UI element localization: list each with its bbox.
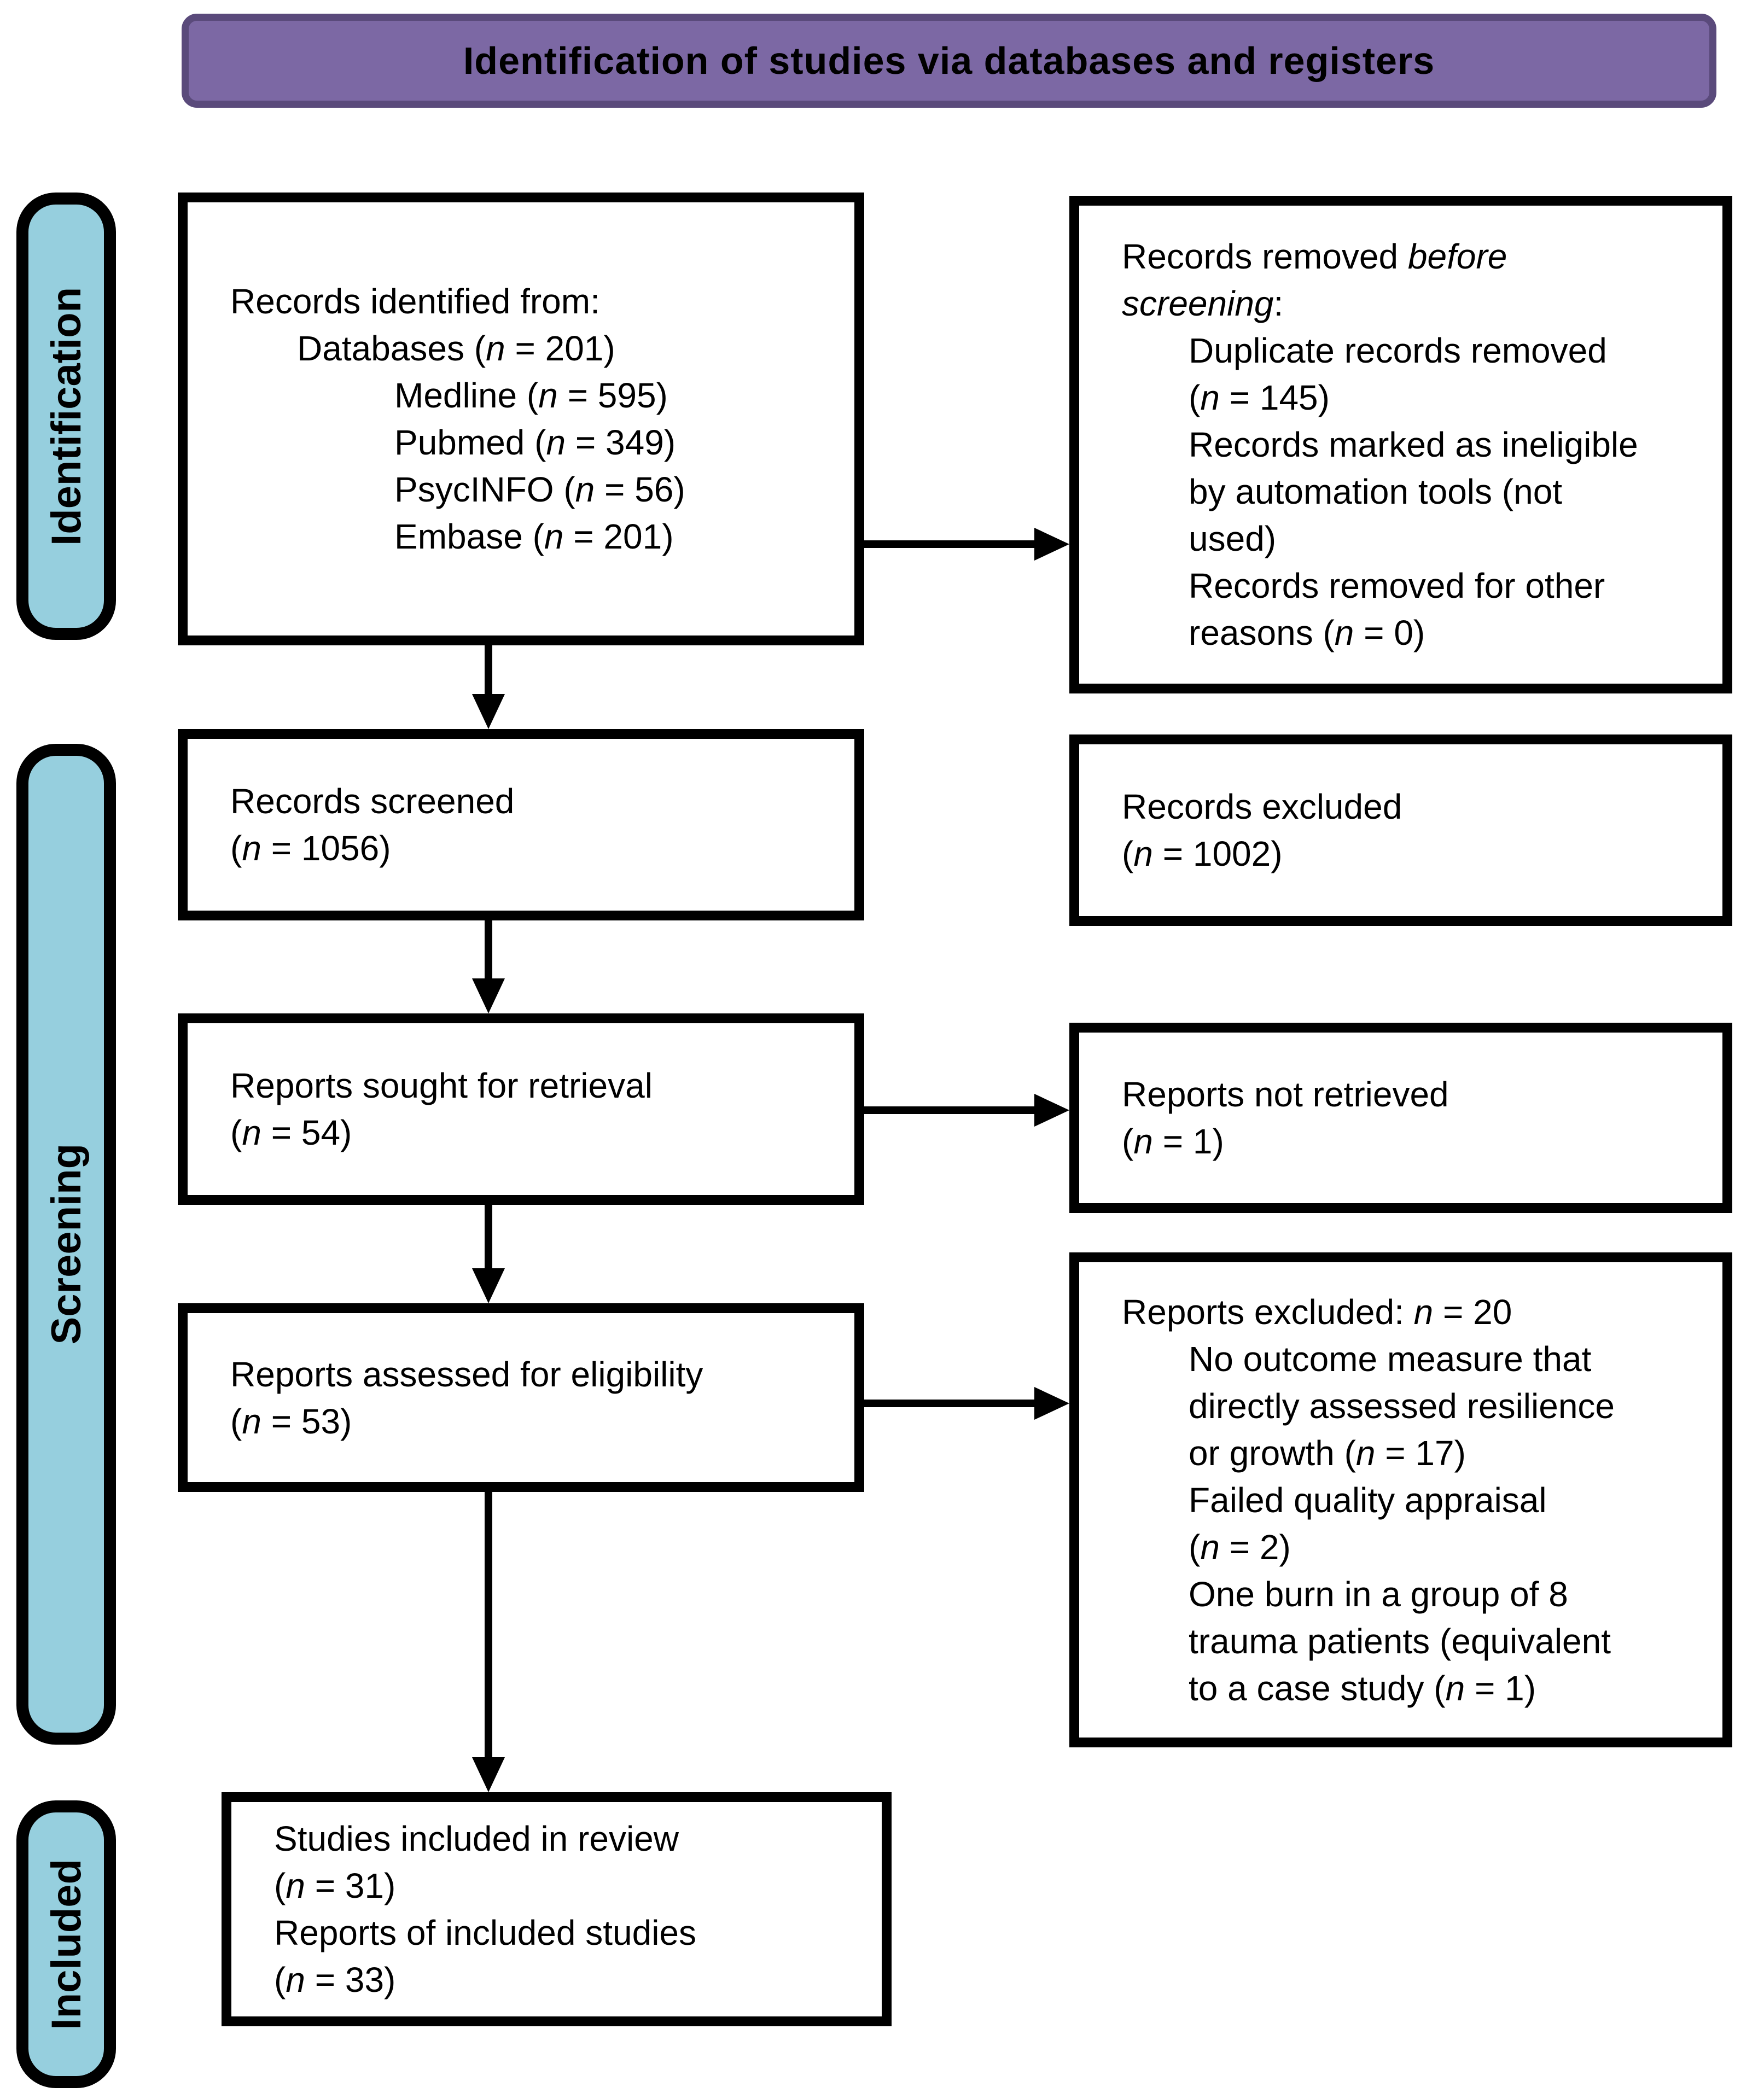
arrow-identified-to-screened: [472, 645, 505, 729]
box-studies-included-in-review: Studies included in review (n = 31) Report…: [222, 1792, 892, 2026]
header-title: Identification of studies via databases …: [463, 39, 1435, 82]
stage-label-screening-text: Screening: [43, 1144, 90, 1345]
arrow-shaft: [485, 1205, 492, 1268]
text-line: Databases (n = 201): [297, 329, 615, 368]
text-line: Pubmed (n = 349): [394, 423, 676, 462]
text-line: (n = 33): [274, 1960, 396, 1999]
arrow-shaft: [864, 1106, 1034, 1114]
arrow-head-right-icon: [1034, 1094, 1069, 1127]
arrow-shaft: [864, 540, 1034, 548]
text-line: or growth (n = 17): [1189, 1433, 1466, 1473]
text-line: Reports assessed for eligibility: [230, 1354, 703, 1394]
text-line: (n = 53): [230, 1401, 352, 1441]
box-records-identified: Records identified from: Databases (n = 2…: [178, 193, 864, 645]
stage-label-screening: Screening: [16, 744, 116, 1745]
arrow-shaft: [485, 1492, 492, 1757]
stage-label-included: Included: [16, 1800, 116, 2088]
text-line: directly assessed resilience: [1189, 1386, 1615, 1426]
text-line: (n = 1): [1122, 1122, 1224, 1161]
text-line: screening:: [1122, 284, 1284, 323]
arrow-head-down-icon: [472, 1757, 505, 1792]
text-line: Duplicate records removed: [1189, 331, 1607, 370]
box-reports-assessed-for-eligibility: Reports assessed for eligibility (n = 53): [178, 1303, 864, 1492]
text-line: (n = 31): [274, 1866, 396, 1905]
text-line: PsycINFO (n = 56): [394, 470, 685, 509]
text-line: (n = 145): [1189, 378, 1330, 417]
text-line: Records screened: [230, 782, 515, 821]
text-line: by automation tools (not: [1189, 472, 1563, 511]
text-line: Reports excluded: n = 20: [1122, 1292, 1512, 1332]
arrow-sought-to-assessed: [472, 1205, 505, 1303]
arrow-screened-to-sought: [472, 920, 505, 1013]
stage-label-included-text: Included: [43, 1858, 90, 2030]
text-line: Failed quality appraisal: [1189, 1480, 1547, 1520]
text-line: Medline (n = 595): [394, 376, 668, 415]
arrow-head-right-icon: [1034, 1387, 1069, 1420]
text-line: Embase (n = 201): [394, 517, 674, 556]
text-line: Records identified from:: [230, 282, 600, 321]
text-line: to a case study (n = 1): [1189, 1668, 1536, 1708]
arrow-shaft: [864, 1400, 1034, 1407]
box-reports-sought-for-retrieval: Reports sought for retrieval (n = 54): [178, 1013, 864, 1205]
arrow-sought-to-not-retrieved: [864, 1094, 1069, 1127]
text-line: trauma patients (equivalent: [1189, 1621, 1611, 1661]
text-line: Studies included in review: [274, 1819, 679, 1858]
arrow-head-down-icon: [472, 978, 505, 1013]
stage-label-identification: Identification: [16, 193, 116, 640]
arrow-assessed-to-included: [472, 1492, 505, 1792]
arrow-head-down-icon: [472, 1268, 505, 1303]
box-reports-not-retrieved: Reports not retrieved (n = 1): [1069, 1023, 1732, 1213]
text-line: Records marked as ineligible: [1189, 425, 1638, 464]
box-records-removed-before-screening: Records removed before screening: Duplicat…: [1069, 196, 1732, 693]
text-line: One burn in a group of 8: [1189, 1574, 1568, 1614]
text-line: Records removed before: [1122, 237, 1507, 276]
text-line: (n = 1002): [1122, 834, 1283, 873]
arrow-head-right-icon: [1034, 528, 1069, 561]
text-line: used): [1189, 519, 1277, 558]
box-records-excluded: Records excluded (n = 1002): [1069, 734, 1732, 926]
text-line: reasons (n = 0): [1189, 613, 1425, 652]
arrow-head-down-icon: [472, 694, 505, 729]
stage-label-identification-text: Identification: [43, 287, 90, 546]
text-line: Reports not retrieved: [1122, 1075, 1449, 1114]
box-records-screened: Records screened (n = 1056): [178, 729, 864, 920]
text-line: (n = 54): [230, 1113, 352, 1152]
text-line: (n = 2): [1189, 1527, 1291, 1567]
arrow-assessed-to-excluded: [864, 1387, 1069, 1420]
text-line: Records removed for other: [1189, 566, 1605, 605]
header-banner: Identification of studies via databases …: [182, 14, 1716, 108]
arrow-shaft: [485, 920, 492, 978]
box-reports-excluded-reasons: Reports excluded: n = 20 No outcome measu…: [1069, 1252, 1732, 1747]
text-line: Records excluded: [1122, 787, 1402, 826]
text-line: No outcome measure that: [1189, 1339, 1592, 1379]
text-line: (n = 1056): [230, 829, 391, 868]
arrow-identified-to-removed: [864, 528, 1069, 561]
arrow-shaft: [485, 645, 492, 694]
text-line: Reports sought for retrieval: [230, 1066, 653, 1105]
text-line: Reports of included studies: [274, 1913, 696, 1952]
